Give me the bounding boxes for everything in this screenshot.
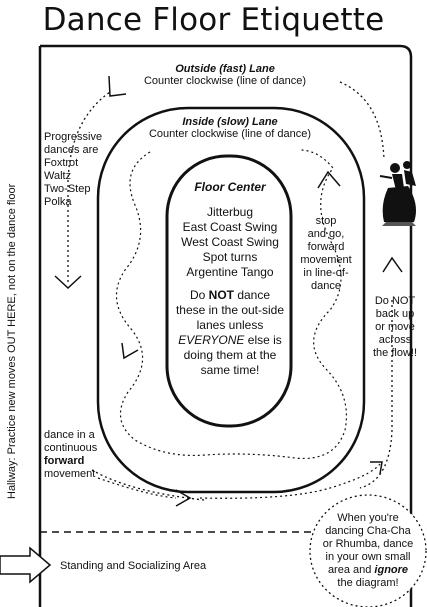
continuous-movement-note: dance in a continuous forward movement	[44, 429, 124, 481]
inside-lane-wavy-path	[115, 149, 348, 460]
outside-lane-title: Outside (fast) Lane	[175, 63, 275, 75]
note-line: dance	[311, 280, 341, 292]
inside-arrow-right-icon	[317, 170, 341, 189]
dance-west-coast-swing: West Coast Swing	[181, 235, 279, 249]
do-not-back-up-note: Do NOT back up or move across the flow!!	[364, 295, 426, 360]
note-line: dancing Cha-Cha	[325, 525, 411, 537]
dance-jitterbug: Jitterbug	[206, 205, 254, 219]
page-title: Dance Floor Etiquette	[42, 2, 385, 38]
dance-east-coast-swing: East Coast Swing	[182, 220, 278, 234]
entrance-arrow-icon	[0, 546, 52, 584]
note-line: in your own small	[325, 551, 411, 563]
inside-lane-subtitle: Counter clockwise (line of dance)	[148, 128, 312, 140]
dance-argentine-tango: Argentine Tango	[186, 265, 274, 279]
note-line: or move	[375, 321, 415, 333]
outside-lane-subtitle: Counter clockwise (line of dance)	[143, 75, 307, 87]
note-line: When you're	[337, 512, 399, 524]
stop-and-go-note: stop and go, forward movement in line-of…	[294, 215, 358, 293]
floor-center-oval	[165, 154, 293, 428]
note-forward: forward	[44, 455, 85, 467]
progressive-intro-line: Progressive	[44, 131, 103, 143]
outside-lane-label: Outside (fast) Lane Counter clockwise (l…	[100, 63, 350, 87]
note-line: back up	[375, 308, 415, 320]
arrow-bottom-corner-icon	[370, 461, 383, 475]
note-line: across	[378, 334, 412, 346]
inside-lane-label: Inside (slow) Lane Counter clockwise (li…	[110, 116, 350, 140]
standing-area-label: Standing and Socializing Area	[60, 560, 207, 572]
outer-lane-oval	[96, 106, 366, 494]
note-line: continuous	[44, 442, 98, 454]
cha-cha-circle	[309, 494, 427, 607]
floor-center-warning: Do NOT dance these in the out-side lanes…	[175, 288, 285, 377]
note-line: the flow!!	[372, 347, 418, 359]
cha-cha-note: When you're dancing Cha-Cha or Rhumba, d…	[314, 512, 422, 590]
arrow-right-up-icon	[382, 256, 403, 273]
inside-lane-title: Inside (slow) Lane	[182, 116, 278, 128]
note-line: movement	[300, 254, 352, 266]
progressive-dance-two-step: Two-Step	[44, 183, 91, 195]
note-line: and go,	[307, 228, 345, 240]
arrow-bottom-right-icon	[175, 489, 192, 507]
progressive-dances-note: Progressive dances are Foxtrot Waltz Two…	[44, 131, 116, 209]
note-line: in line-of-	[303, 267, 349, 279]
outside-lane-flow-path	[67, 81, 393, 501]
note-line: or Rhumba, dance	[322, 538, 414, 550]
note-line: Do NOT	[374, 295, 416, 307]
progressive-dance-polka: Polka	[44, 196, 72, 208]
floor-center: Floor Center Jitterbug East Coast Swing …	[174, 180, 286, 378]
arrow-left-down-icon	[54, 275, 82, 290]
note-line: stop	[315, 215, 337, 227]
note-line: movement	[44, 468, 96, 480]
hallway-note: Hallway: Practice new moves OUT HERE, no…	[6, 183, 18, 499]
note-line: the diagram!	[337, 577, 399, 589]
inside-arrow-left-icon	[121, 342, 139, 360]
arrow-top-left-icon	[108, 75, 127, 97]
floor-center-title: Floor Center	[194, 180, 266, 194]
progressive-intro-line: dances are	[44, 144, 99, 156]
progressive-dance-waltz: Waltz	[44, 170, 72, 182]
progressive-dance-foxtrot: Foxtrot	[44, 157, 79, 169]
dance-spot-turns: Spot turns	[202, 250, 258, 264]
dance-floor-boundary	[38, 44, 413, 607]
note-line: dance in a	[44, 429, 95, 441]
dancing-couple-icon	[379, 161, 416, 226]
note-line: forward	[307, 241, 345, 253]
note-line: area and ignore	[327, 564, 409, 576]
